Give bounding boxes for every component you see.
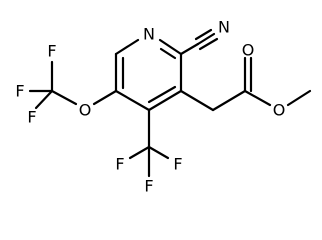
- atom-ocf3-f-top: F: [47, 42, 56, 61]
- atom-carbonyl-o: O: [242, 41, 255, 60]
- bond-c5-ether-o: [92, 89, 118, 106]
- bond-carbonyl-ester-o: [243, 89, 272, 107]
- atom-ether-o: O: [79, 101, 92, 120]
- atom-ring-n: N: [143, 25, 155, 44]
- bond-c2-cn: [179, 42, 200, 56]
- bond-ocf3-f-bottom: [34, 89, 54, 110]
- atom-ester-o: O: [273, 101, 286, 120]
- molecule-canvas: N N O O O F F F F F F: [15, 18, 312, 196]
- atom-cf3-f-bottom: F: [144, 177, 153, 196]
- atom-ocf3-f-left: F: [15, 82, 24, 101]
- atom-nitrile-n: N: [218, 18, 230, 37]
- bond-cn-triple-3: [198, 37, 219, 51]
- atom-cf3-f-left: F: [115, 155, 124, 174]
- atom-cf3-f-right: F: [173, 155, 182, 174]
- bond-c3-c4-inner: [147, 85, 177, 104]
- bond-n-c2: [158, 38, 183, 56]
- bond-cf3-f-left: [128, 145, 151, 160]
- bond-c4-c5: [114, 89, 151, 112]
- bond-cn-triple-2: [194, 28, 213, 41]
- bond-c1-n: [114, 38, 140, 56]
- bond-ester-o-methyl: [286, 89, 312, 107]
- structure-drawing: N N O O O F F F F F F: [15, 18, 312, 196]
- atom-ocf3-f-bottom: F: [27, 108, 36, 127]
- bond-c3-ch2: [179, 89, 215, 112]
- bond-cn-triple-1: [196, 32, 216, 46]
- bond-ch2-carbonyl: [211, 89, 247, 112]
- bond-cf3-f-right: [147, 145, 170, 160]
- bond-n-c2-inner: [159, 47, 177, 60]
- bond-ether-o-c: [50, 89, 78, 106]
- bond-c3-c4: [147, 89, 183, 112]
